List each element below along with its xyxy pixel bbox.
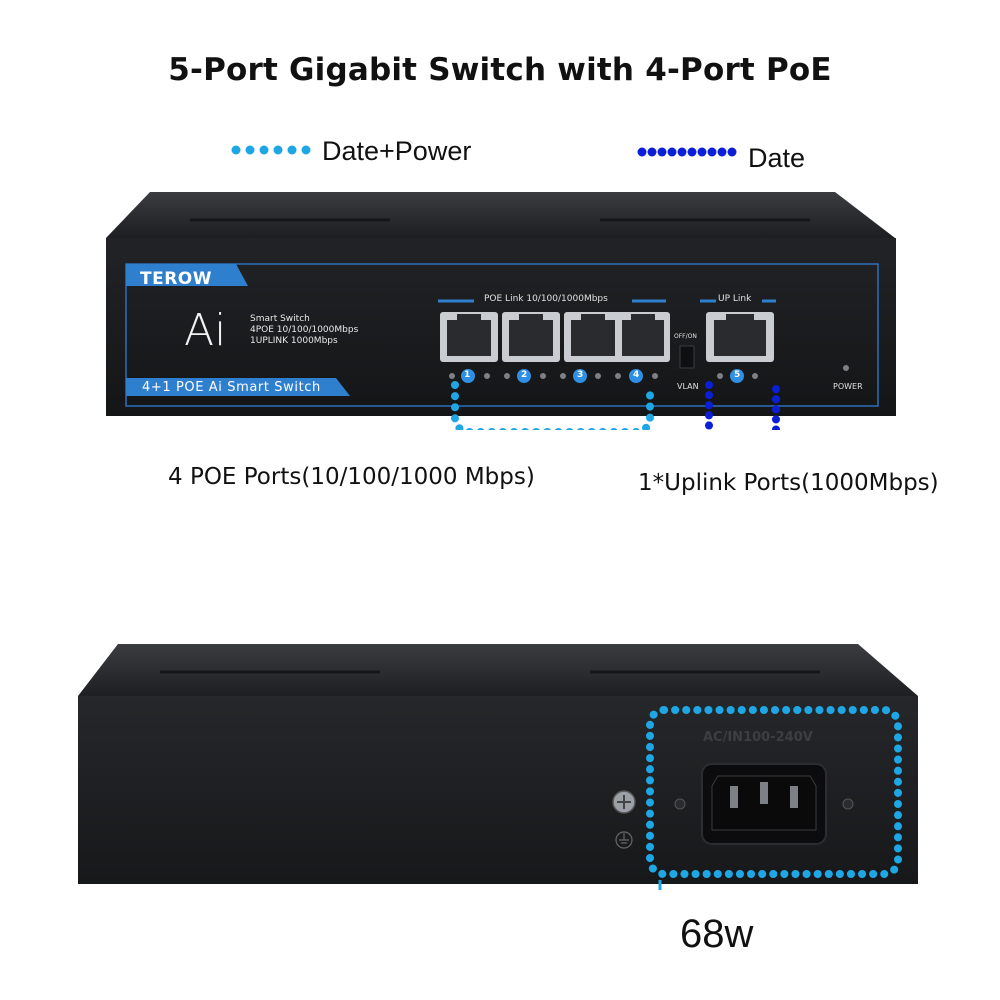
power-rating: 68w xyxy=(680,912,754,956)
uplink-header: UP Link xyxy=(718,294,752,304)
poe-link-header: POE Link 10/100/1000Mbps xyxy=(484,294,608,304)
poe-ports-callout: 4 POE Ports(10/100/1000 Mbps) xyxy=(168,464,535,490)
vlan-switch-label: OFF/ON xyxy=(674,333,697,340)
rj45-port-2 xyxy=(502,312,560,362)
rj45-port-3 xyxy=(564,312,622,362)
ac-input-rating: AC/IN100-240V xyxy=(703,730,813,745)
ground-symbol-icon xyxy=(615,831,633,849)
switch-front-view xyxy=(106,192,896,430)
model-description: Smart Switch 4POE 10/100/1000Mbps 1UPLIN… xyxy=(250,314,358,347)
port-number-2: 2 xyxy=(521,370,528,380)
port-number-3: 3 xyxy=(577,370,584,380)
uplink-ports-callout: 1*Uplink Ports(1000Mbps) xyxy=(638,470,939,496)
ai-logo: Ai xyxy=(184,305,227,356)
rj45-port-1 xyxy=(440,312,498,362)
model-line-2: 4POE 10/100/1000Mbps xyxy=(250,325,359,335)
data-power-legend-label: Date+Power xyxy=(322,136,472,166)
data-legend-label: Date xyxy=(748,143,806,173)
model-line-3: 1UPLINK 1000Mbps xyxy=(250,336,338,346)
port-number-4: 4 xyxy=(633,370,640,380)
data-power-legend-swatch xyxy=(231,145,311,155)
port-number-5: 5 xyxy=(734,370,741,380)
data-legend-swatch xyxy=(637,147,737,157)
vlan-label: VLAN xyxy=(677,382,699,391)
rj45-port-4 xyxy=(616,312,670,362)
power-led-label: POWER xyxy=(833,382,863,391)
model-line-1: Smart Switch xyxy=(250,314,310,324)
model-banner: 4+1 POE Ai Smart Switch xyxy=(142,380,321,395)
rj45-port-5 xyxy=(706,312,774,362)
switch-back-view xyxy=(78,644,918,890)
page-title: 5-Port Gigabit Switch with 4-Port PoE xyxy=(168,52,832,88)
brand-logo: TEROW xyxy=(140,269,213,289)
port-number-1: 1 xyxy=(464,370,471,380)
